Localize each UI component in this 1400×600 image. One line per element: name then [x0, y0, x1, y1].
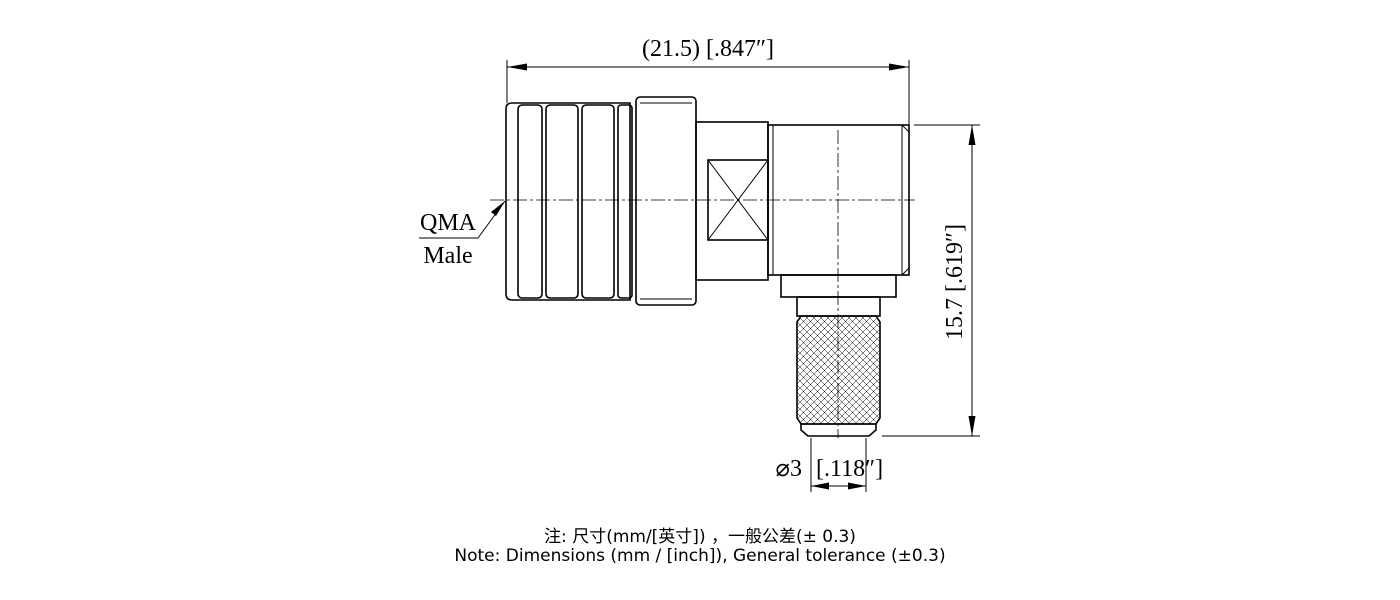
centerlines: [490, 130, 915, 438]
diameter-dimension: ⌀3 [.118″]: [776, 438, 883, 492]
ferrule-tip: [800, 423, 877, 437]
height-dimension: 15.7 [.619″]: [882, 124, 980, 437]
note-chinese: 注: 尺寸(mm/[英寸]) ，一般公差(± 0.3): [544, 527, 856, 547]
crimp-neck: [780, 274, 897, 317]
diameter-value-label: ⌀3: [776, 456, 802, 482]
height-dimension-label: 15.7 [.619″]: [942, 224, 968, 340]
length-dimension-label: (21.5) [.847″]: [642, 36, 774, 62]
connector-callout: QMA Male: [419, 200, 506, 269]
coupling-nut: [505, 96, 697, 306]
knurled-ferrule: [796, 315, 881, 425]
callout-label-male: Male: [423, 243, 472, 269]
note-english: Note: Dimensions (mm / [inch]), General …: [454, 546, 946, 566]
diameter-inch-label: [.118″]: [816, 456, 883, 482]
callout-label-qma: QMA: [420, 210, 477, 236]
length-dimension: (21.5) [.847″]: [506, 36, 910, 125]
connector-body: [695, 121, 769, 281]
